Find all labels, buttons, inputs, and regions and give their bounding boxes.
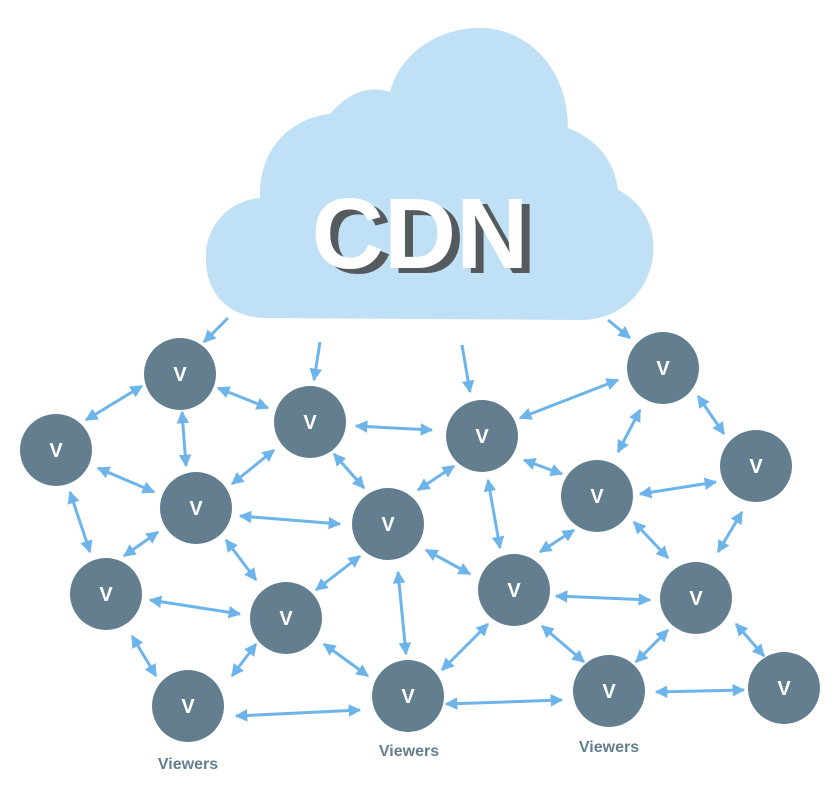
svg-text:V: V [777,678,791,700]
peer-arrow [616,408,642,454]
peer-arrow [392,570,412,656]
peer-arrow [96,466,156,494]
peer-arrow [354,420,434,436]
svg-text:V: V [303,412,317,434]
peer-arrow [440,622,490,672]
peer-arrow [696,394,726,436]
peer-arrow [231,448,275,486]
peer-arrow [522,458,564,476]
peer-arrow [634,628,670,664]
peer-arrow [654,683,746,699]
peer-arrow [216,386,270,410]
viewer-node: V [561,460,633,532]
cdn-arrow [460,344,475,394]
cdn-arrow [607,318,631,340]
peer-arrow [538,528,576,554]
viewer-node: V [70,558,142,630]
viewer-node: V [720,430,792,502]
viewer-node: V [478,554,550,626]
peer-arrow [638,477,718,499]
viewer-nodes: V V V V V V V V [20,332,820,742]
cdn-arrows [202,316,631,394]
peer-arrow [122,530,160,558]
cdn-label: CDN [312,178,529,290]
viewers-caption: Viewers [158,756,218,773]
cloud-shape [205,27,654,320]
viewer-node: V [748,652,820,724]
svg-text:V: V [590,486,604,508]
svg-text:V: V [49,440,63,462]
svg-text:V: V [749,456,763,478]
cdn-arrow [202,316,230,344]
viewer-node: V [144,338,216,410]
viewer-node: V [160,472,232,544]
peer-arrow [230,642,258,678]
peer-arrow [315,554,361,592]
svg-text:V: V [401,686,415,708]
viewers-caption: Viewers [579,739,639,756]
peer-arrow [234,704,362,722]
peer-arrow [224,538,258,582]
svg-text:V: V [507,580,521,602]
peer-arrows [67,378,766,722]
peer-arrow [554,590,652,606]
viewer-node: V [152,670,224,742]
viewer-node: V [372,660,444,732]
cdn-arrow [309,341,322,382]
cdn-cloud: CDN CDN [205,27,654,320]
cdn-label-shadow: CDN [320,183,537,295]
viewer-node: V [20,414,92,486]
viewer-node: V [250,582,322,654]
peer-arrow [148,595,242,619]
svg-text:V: V [181,696,195,718]
svg-text:V: V [189,498,203,520]
peer-arrow [734,623,766,657]
viewer-node: V [627,332,699,404]
peer-arrow [84,384,144,422]
svg-text:V: V [656,358,670,380]
svg-text:V: V [381,514,395,536]
peer-arrow [322,642,370,678]
svg-text:V: V [602,681,616,703]
peer-arrow [176,410,192,468]
peer-arrow [130,634,158,678]
peer-arrow [238,510,342,530]
viewer-node: V [660,562,732,634]
peer-arrow [332,453,366,489]
peer-arrow [67,490,93,554]
peer-arrow [632,520,670,560]
svg-text:V: V [173,364,187,386]
svg-text:V: V [279,608,293,630]
svg-text:V: V [689,588,703,610]
viewer-node: V [446,400,518,472]
peer-arrow [716,510,744,554]
viewer-captions: Viewers Viewers Viewers [158,739,639,773]
svg-text:V: V [475,426,489,448]
peer-arrow [541,624,585,664]
viewer-node: V [573,655,645,727]
peer-arrow [444,694,564,710]
peer-arrow [518,378,620,420]
peer-arrow [416,464,456,492]
viewer-node: V [274,386,346,458]
viewer-node: V [352,488,424,560]
svg-text:V: V [99,584,113,606]
viewers-caption: Viewers [379,743,439,760]
peer-arrow [424,548,472,576]
peer-arrow [483,478,505,550]
